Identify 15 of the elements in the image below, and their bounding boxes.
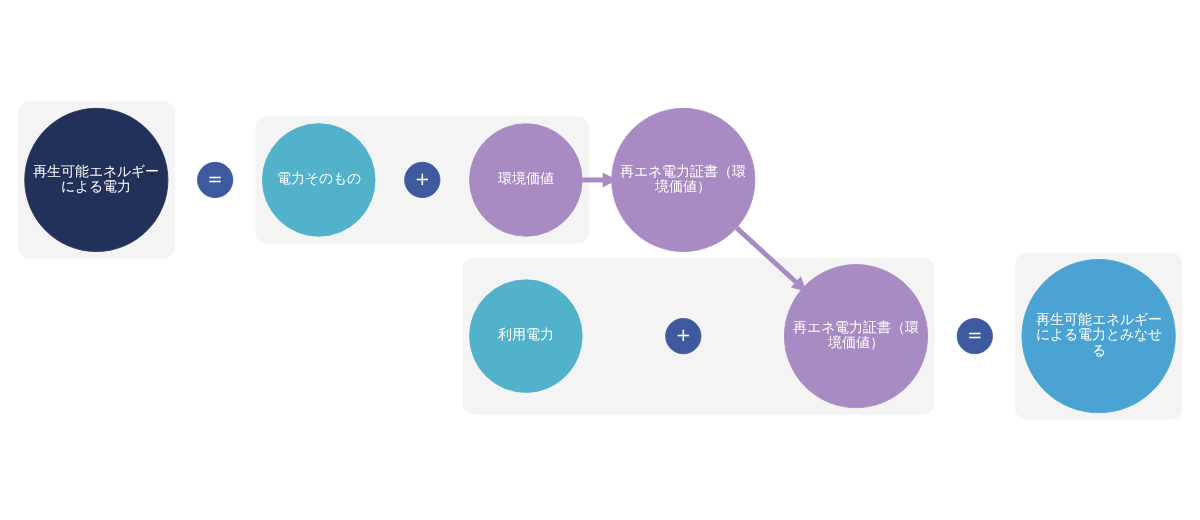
node-circle: 再エネ電力証書（環境価値） xyxy=(611,107,756,252)
node-circle: = xyxy=(197,161,234,198)
node-circle: 再生可能エネルギーによる電力 xyxy=(24,107,169,252)
node-circle: 環境価値 xyxy=(469,122,583,237)
node-circle: = xyxy=(956,317,993,354)
node-circle: 電力そのもの xyxy=(262,122,376,237)
node-circle: + xyxy=(665,317,702,354)
cluster xyxy=(462,257,935,415)
cluster xyxy=(17,100,175,258)
node-circle: 利用電力 xyxy=(469,278,583,393)
node-circle: 再生可能エネルギーによる電力とみなせる xyxy=(1021,258,1176,413)
node-circle: 再エネ電力証書（環境価値） xyxy=(784,263,928,408)
arrow xyxy=(734,225,807,292)
node-circle: + xyxy=(404,161,441,198)
cluster xyxy=(255,115,590,244)
